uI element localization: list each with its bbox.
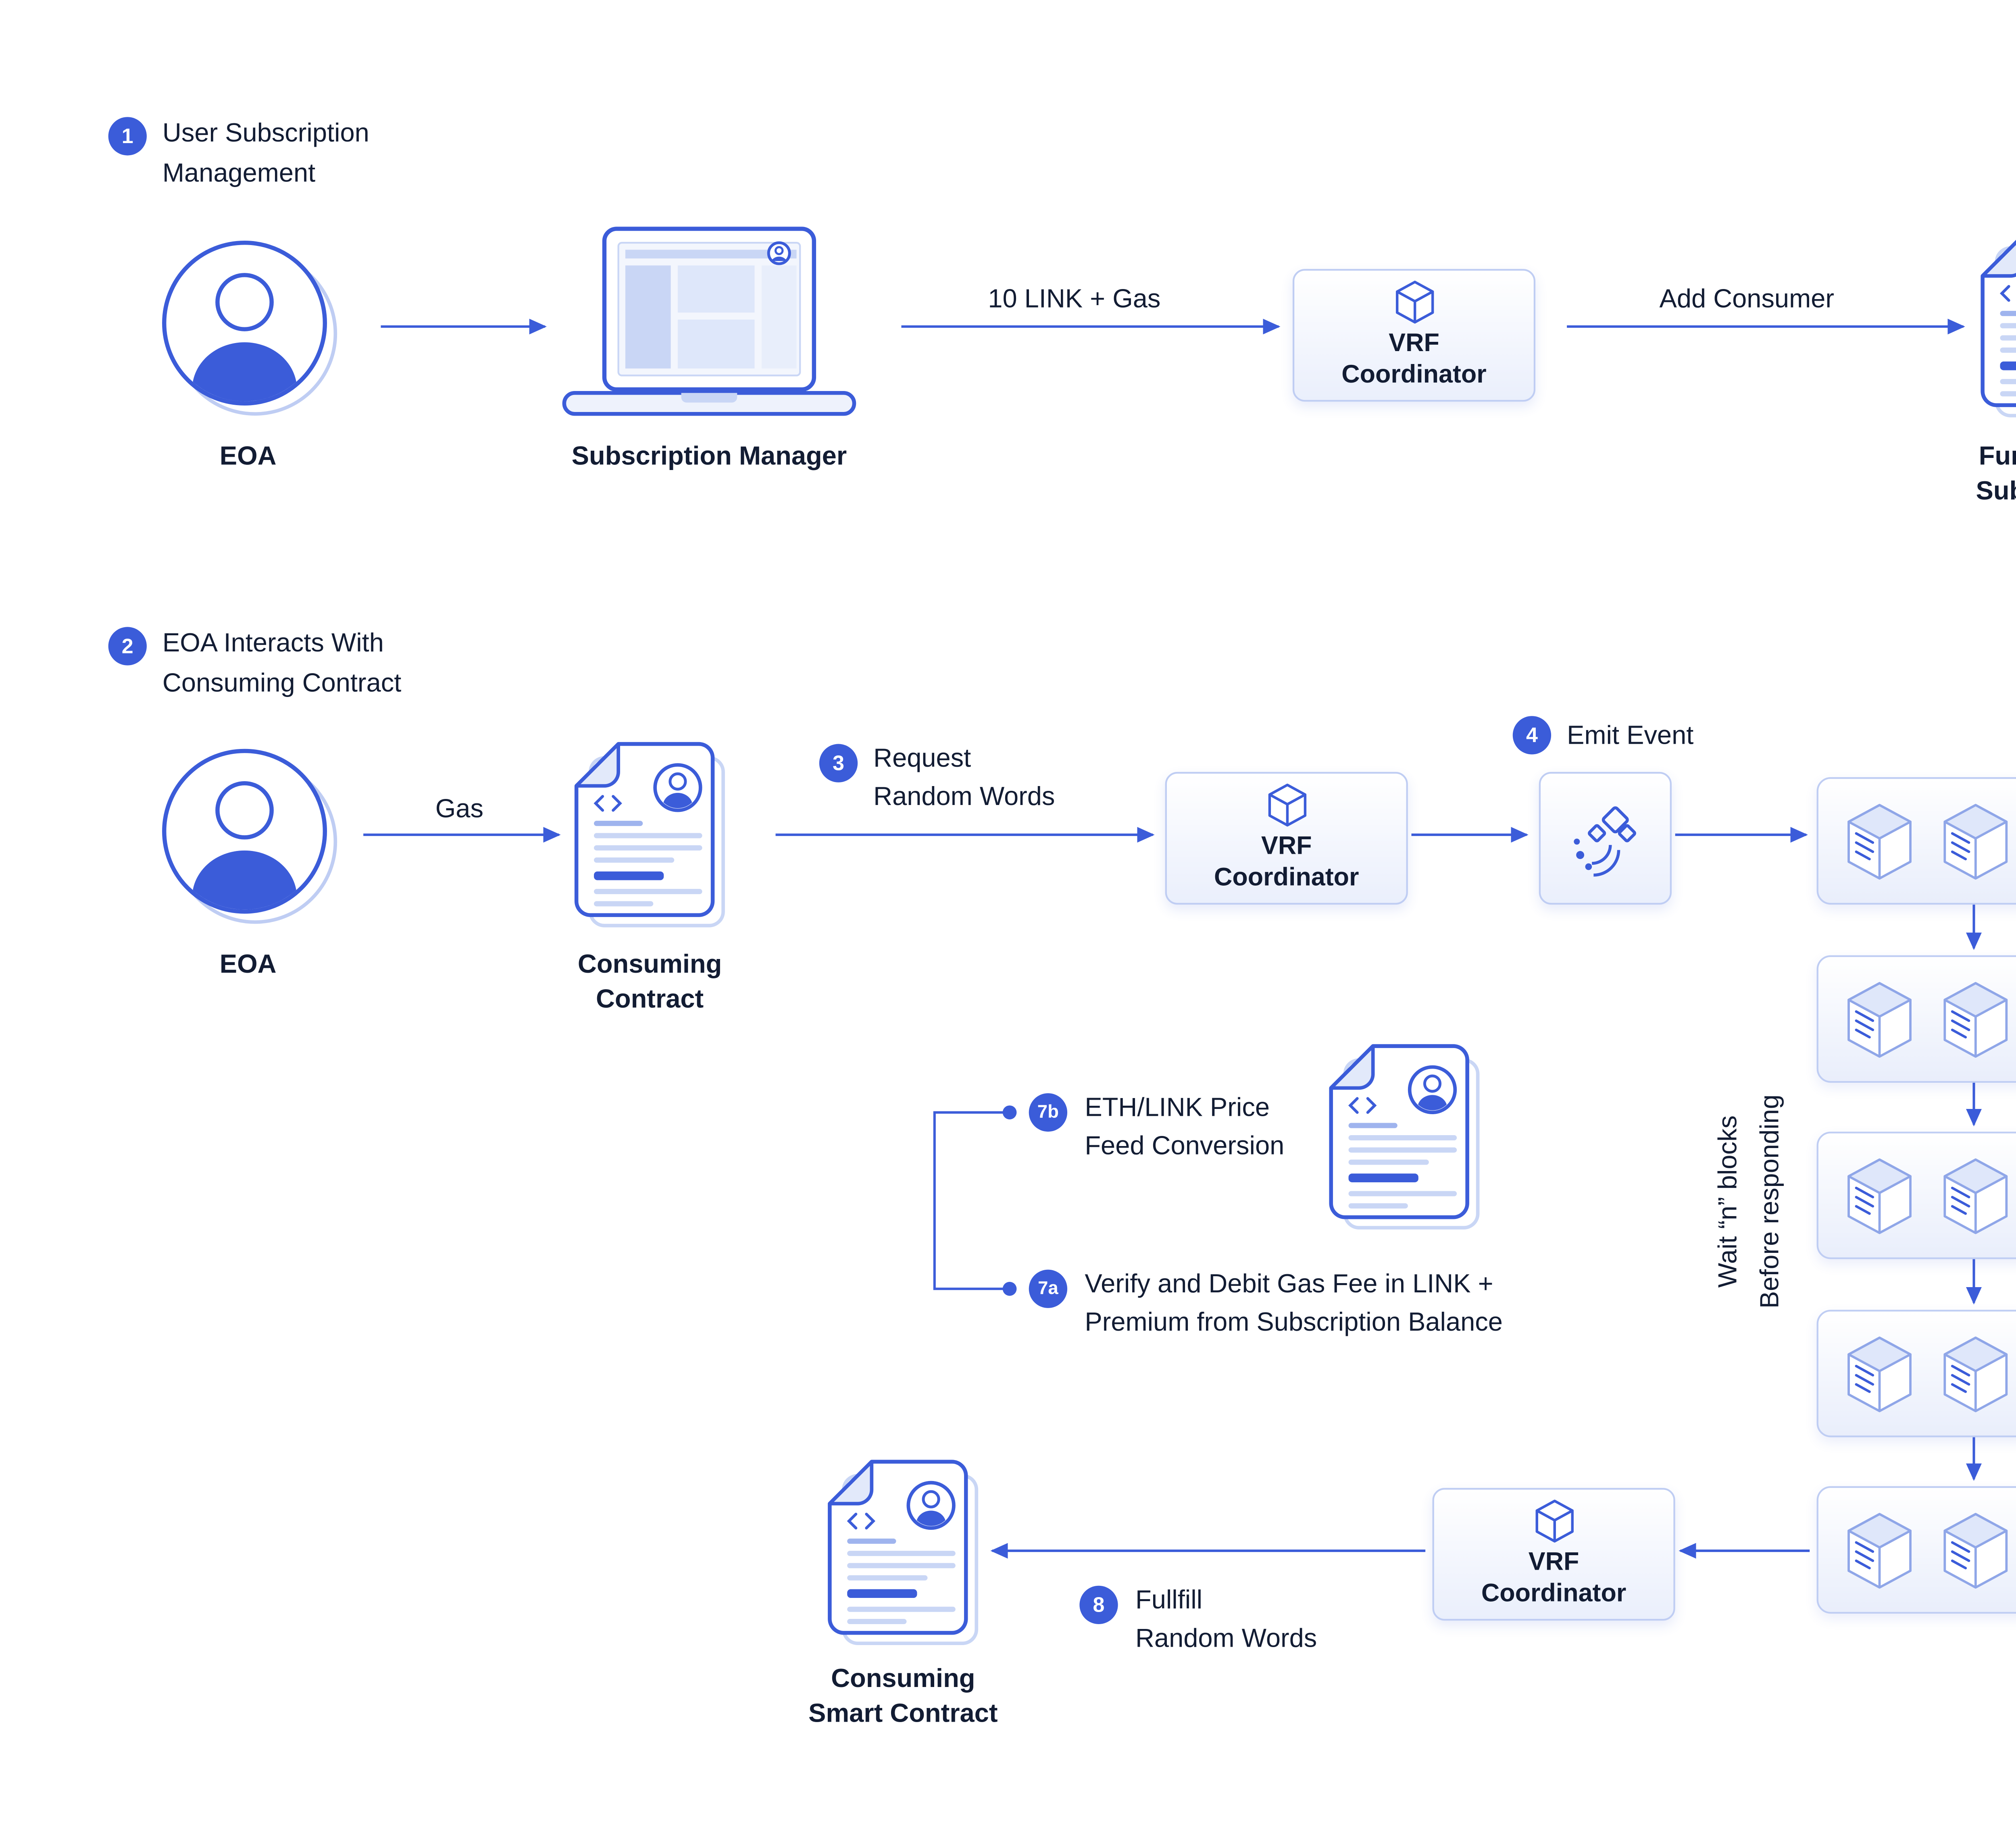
blockchain-row-5	[1816, 1486, 2016, 1614]
vrf-coordinator-box-3: VRF Coordinator	[1432, 1488, 1675, 1621]
step-7b-badge: 7b	[1029, 1093, 1068, 1132]
satellite-icon	[1565, 798, 1645, 878]
step-4-label: Emit Event	[1567, 721, 1694, 751]
block-cube-icon	[1843, 1155, 1916, 1236]
funded-subscription-label: Funded VRF Subscription	[1976, 442, 2016, 507]
vrf-coordinator-label: VRF Coordinator	[1341, 330, 1487, 390]
blockchain-row-1	[1816, 777, 2016, 905]
vrf-coordinator-label: VRF Coordinator	[1214, 833, 1359, 892]
block-cube-icon	[1843, 979, 1916, 1059]
eoa-avatar-icon	[157, 236, 339, 418]
section-1-badge: 1	[108, 117, 147, 156]
coordinator-cube-icon	[1393, 279, 1435, 325]
section-1-title: User Subscription Management	[162, 119, 369, 189]
blockchain-row-4	[1816, 1310, 2016, 1437]
edge-label-10-link-gas: 10 LINK + Gas	[988, 285, 1161, 314]
block-cube-icon	[1939, 1510, 2012, 1590]
edge-label-gas: Gas	[435, 795, 483, 824]
block-cube-icon	[1843, 1333, 1916, 1414]
step-8-badge: 8	[1079, 1585, 1118, 1625]
edge-label-add-consumer: Add Consumer	[1659, 285, 1835, 314]
funded-subscription-doc-icon	[1979, 231, 2016, 419]
eoa-avatar-icon-2	[157, 744, 339, 926]
step-7a-badge: 7a	[1029, 1269, 1068, 1308]
block-cube-icon	[1939, 1333, 2012, 1414]
section-2-badge: 2	[108, 627, 147, 666]
consuming-contract-label: Consuming Contract	[577, 950, 722, 1015]
section-2-title: EOA Interacts With Consuming Contract	[162, 628, 402, 699]
block-cube-icon	[1939, 1155, 2012, 1236]
step-8-label: Fullfill Random Words	[1135, 1585, 1317, 1654]
consuming-smart-contract-label: Consuming Smart Contract	[808, 1664, 998, 1729]
coordinator-cube-icon	[1533, 1498, 1575, 1544]
consuming-smart-contract-doc-icon	[826, 1458, 980, 1647]
subscription-manager-label: Subscription Manager	[571, 442, 847, 472]
consuming-contract-doc-icon	[573, 741, 727, 929]
vrf-coordinator-box-1: VRF Coordinator	[1292, 269, 1536, 402]
step-4-badge: 4	[1512, 716, 1552, 755]
wait-blocks-annotation: Wait “n” blocks Before responding	[1713, 1094, 1785, 1309]
vrf-coordinator-label: VRF Coordinator	[1481, 1549, 1627, 1609]
subscription-manager-laptop-icon	[559, 224, 859, 424]
block-cube-icon	[1843, 1510, 1916, 1590]
block-cube-icon	[1939, 979, 2012, 1059]
blockchain-row-3	[1816, 1132, 2016, 1259]
step-3-badge: 3	[819, 744, 858, 782]
eoa-label-2: EOA	[219, 950, 277, 980]
block-cube-icon	[1843, 801, 1916, 881]
eoa-label: EOA	[219, 442, 277, 472]
vrf-coordinator-box-2: VRF Coordinator	[1165, 772, 1408, 905]
blockchain-row-2	[1816, 955, 2016, 1083]
step-3-label: Request Random Words	[873, 744, 1055, 812]
block-cube-icon	[1939, 801, 2012, 881]
step-7a-label: Verify and Debit Gas Fee in LINK + Premi…	[1085, 1269, 1503, 1338]
step-7b-label: ETH/LINK Price Feed Conversion	[1085, 1093, 1285, 1161]
emit-event-box	[1539, 772, 1672, 905]
coordinator-cube-icon	[1266, 782, 1308, 828]
